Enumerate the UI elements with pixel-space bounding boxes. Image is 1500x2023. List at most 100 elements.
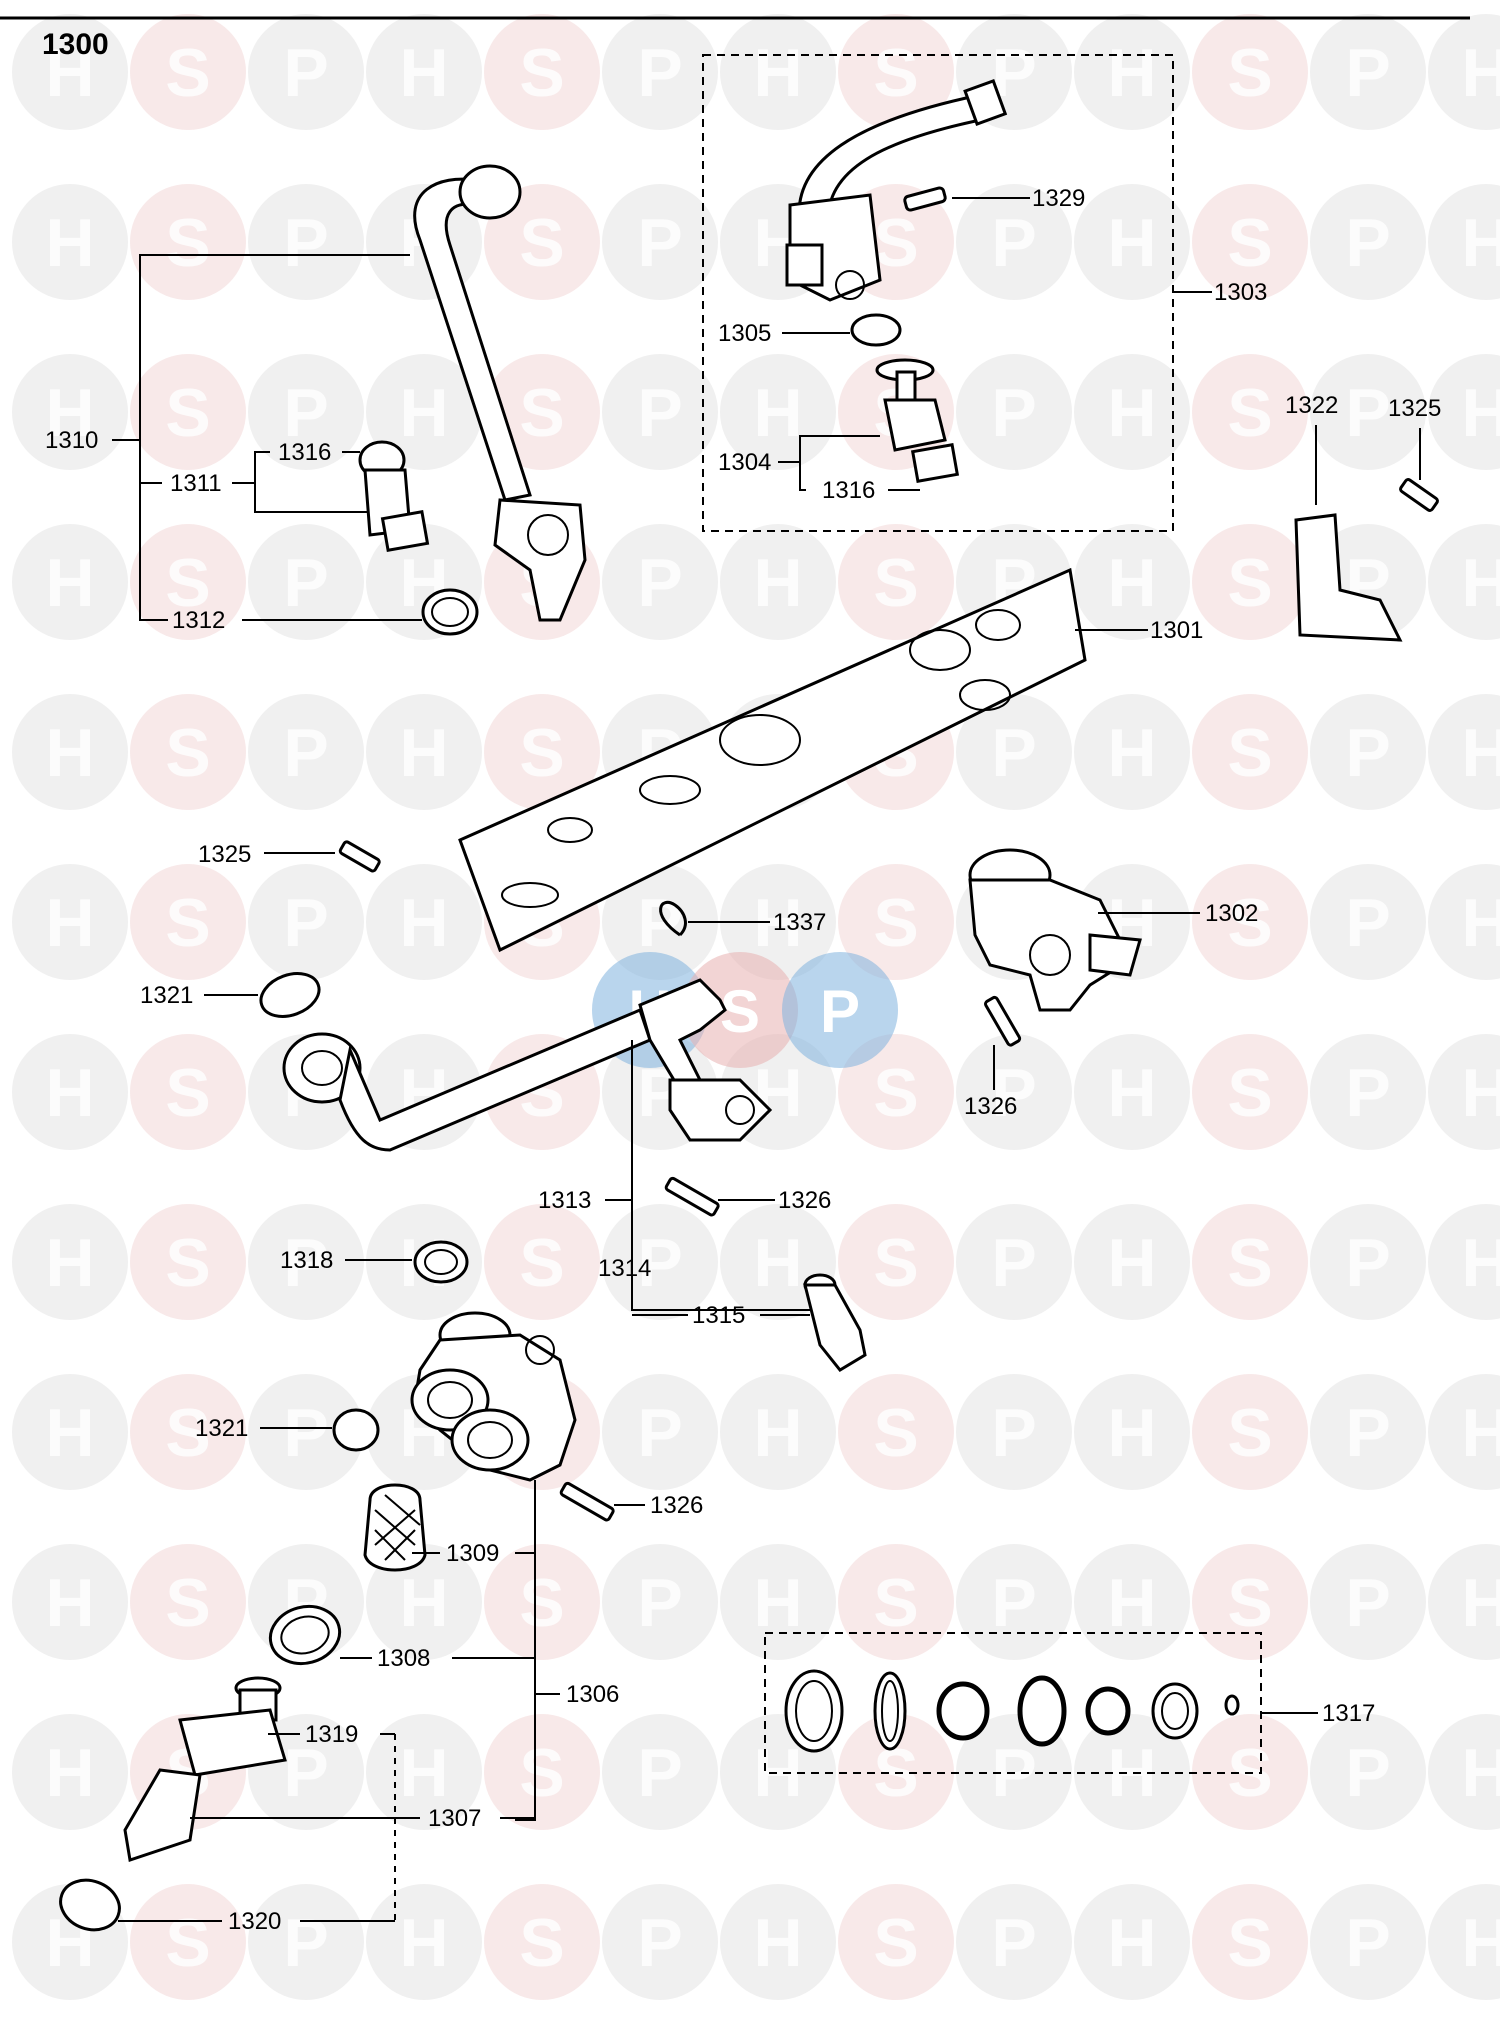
screw-1325b[interactable] (1399, 478, 1439, 512)
watermark-letter: S (165, 205, 210, 281)
bracket-1311-top (232, 451, 270, 484)
watermark-disc (1192, 354, 1308, 470)
watermark-disc (1428, 864, 1500, 980)
o-ring-1321a[interactable] (255, 966, 325, 1024)
union-nut-1311[interactable] (358, 440, 430, 552)
watermark-disc (130, 184, 246, 300)
watermark-letter: H (753, 1565, 802, 1641)
watermark-disc (956, 1374, 1072, 1490)
watermark-disc (1428, 1374, 1500, 1490)
watermark-disc (838, 1544, 954, 1660)
watermark-letter: H (753, 35, 802, 111)
screw-1325a[interactable] (338, 840, 381, 873)
water-pipe-1313[interactable] (282, 978, 773, 1152)
watermark-letter: P (991, 375, 1036, 451)
watermark-disc (248, 354, 364, 470)
callout-1304: 1304 (718, 449, 771, 476)
watermark-letter: P (1345, 205, 1390, 281)
watermark-disc (484, 1544, 600, 1660)
watermark-letter: P (283, 375, 328, 451)
watermark-disc (366, 1714, 482, 1830)
gas-cock-body-1303[interactable] (785, 78, 1008, 302)
bracket-1311-bottom (254, 483, 385, 513)
washer-1312[interactable] (421, 588, 479, 636)
watermark-disc (1310, 1884, 1426, 2000)
o-ring-1321b[interactable] (332, 1408, 380, 1452)
washer-1308[interactable] (264, 1599, 346, 1671)
watermark-letter: H (753, 1735, 802, 1811)
water-valve-body-1306[interactable] (410, 1311, 577, 1482)
watermark-disc (838, 1884, 954, 2000)
watermark-letter: S (165, 715, 210, 791)
watermark-letter: H (399, 375, 448, 451)
watermark-disc (130, 1544, 246, 1660)
callout-1317: 1317 (1322, 1700, 1375, 1727)
watermark-disc (1310, 184, 1426, 300)
watermark-letter: H (399, 1565, 448, 1641)
bracket-1310 (139, 254, 410, 621)
watermark-disc (130, 1034, 246, 1150)
watermark-disc (1310, 354, 1426, 470)
watermark-disc (12, 1714, 128, 1830)
nipple-1315[interactable] (803, 1273, 867, 1372)
watermark-letter: H (45, 885, 94, 961)
watermark-letter: H (399, 1905, 448, 1981)
watermark-letter: P (283, 1735, 328, 1811)
watermark-disc (1310, 1374, 1426, 1490)
callout-1326c: 1326 (650, 1492, 703, 1519)
watermark-letter: H (753, 1905, 802, 1981)
watermark-letter: H (399, 885, 448, 961)
screw-1326a[interactable] (984, 995, 1022, 1047)
watermark-letter: H (1107, 1395, 1156, 1471)
callout-1321b: 1321 (195, 1415, 248, 1442)
o-ring-1305[interactable] (850, 313, 902, 347)
washer-kit-1317[interactable] (784, 1669, 1240, 1753)
o-ring-1320[interactable] (54, 1872, 127, 1938)
watermark-letter: S (519, 1565, 564, 1641)
watermark-letter: P (991, 1565, 1036, 1641)
watermark-disc (12, 864, 128, 980)
watermark-letter: S (519, 1225, 564, 1301)
watermark-disc (956, 1034, 1072, 1150)
watermark-letter: H (45, 375, 94, 451)
watermark-disc (248, 1374, 364, 1490)
callout-1301: 1301 (1150, 617, 1203, 644)
watermark-letter: P (1345, 1905, 1390, 1981)
watermark-disc (12, 184, 128, 300)
watermark-disc (1310, 864, 1426, 980)
screw-1326c[interactable] (559, 1481, 615, 1522)
watermark-letter: S (165, 1225, 210, 1301)
clip-1337[interactable] (659, 900, 687, 937)
watermark-disc (1074, 1714, 1190, 1830)
watermark-disc (838, 1374, 954, 1490)
screw-1329[interactable] (903, 186, 947, 212)
bracket-1322[interactable] (1294, 513, 1403, 642)
filter-1309[interactable] (363, 1483, 427, 1572)
watermark-letter: S (165, 1055, 210, 1131)
screw-1326b[interactable] (664, 1176, 720, 1217)
watermark-letter: S (1227, 375, 1272, 451)
watermark-logo-letter: P (820, 978, 860, 1045)
watermark-disc (366, 1544, 482, 1660)
spindle-1304[interactable] (875, 358, 960, 483)
watermark-letter: S (1227, 1395, 1272, 1471)
elbow-fitting-1302[interactable] (968, 848, 1142, 1012)
watermark-letter: P (283, 885, 328, 961)
watermark-disc (1428, 1544, 1500, 1660)
callout-1312: 1312 (172, 607, 225, 634)
watermark-disc (1074, 1544, 1190, 1660)
watermark-letter: P (637, 545, 682, 621)
gas-pipe-1310[interactable] (413, 164, 587, 622)
washer-1318[interactable] (413, 1240, 469, 1284)
watermark-disc (1428, 354, 1500, 470)
watermark-disc (130, 14, 246, 130)
mounting-plate-1301[interactable] (458, 567, 1087, 953)
watermark-disc (956, 184, 1072, 300)
callout-1306: 1306 (566, 1681, 619, 1708)
callout-1318: 1318 (280, 1247, 333, 1274)
watermark-letter: H (753, 1395, 802, 1471)
watermark-disc (130, 354, 246, 470)
spindle-1307[interactable] (123, 1676, 287, 1862)
watermark-disc (1192, 1034, 1308, 1150)
watermark-logo-disc (682, 952, 798, 1068)
